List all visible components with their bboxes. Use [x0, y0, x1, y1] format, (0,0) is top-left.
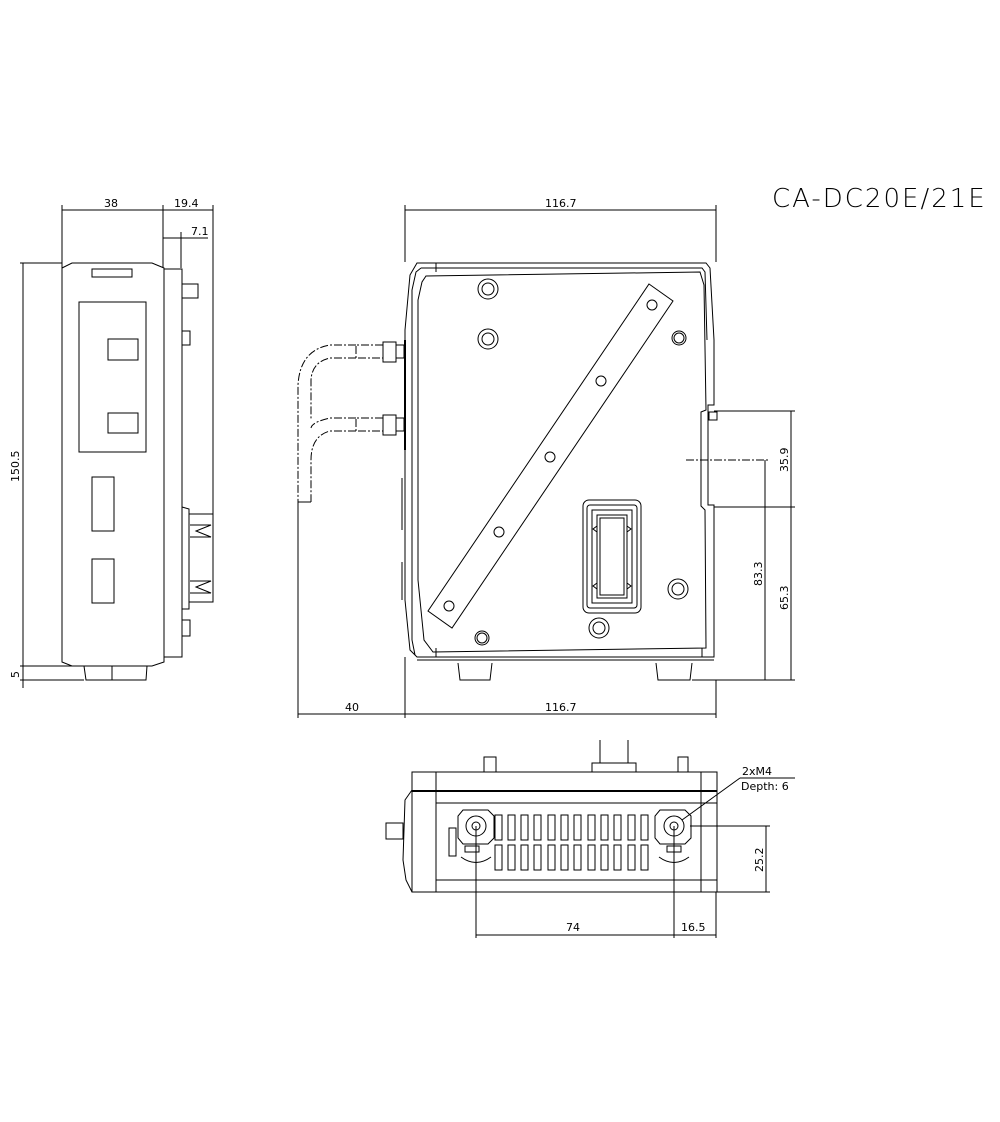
dim-38: 38 — [104, 197, 118, 210]
vent-slots — [494, 814, 649, 871]
dim-35-9: 35.9 — [778, 448, 791, 473]
dim-16-5: 16.5 — [681, 921, 706, 934]
front-view-dimensions: 116.7 40 116.7 35.9 83.3 65.3 — [297, 197, 795, 718]
dim-19-4: 19.4 — [174, 197, 199, 210]
dim-150-5: 150.5 — [9, 451, 22, 483]
dim-65-3: 65.3 — [778, 586, 791, 611]
dim-bottom-116-7: 116.7 — [545, 701, 577, 714]
annotation-thread: 2xM4 — [742, 765, 772, 778]
side-view — [20, 205, 214, 681]
drawing-title: CA-DC20E/21E — [772, 184, 987, 214]
annotation-depth: Depth: 6 — [741, 780, 789, 793]
dim-40: 40 — [345, 701, 359, 714]
dim-83-3: 83.3 — [752, 562, 765, 587]
bottom-view — [385, 740, 718, 893]
dim-5: 5 — [9, 671, 22, 678]
side-view-dimensions: 38 19.4 7.1 150.5 5 — [9, 197, 213, 688]
dim-74: 74 — [566, 921, 580, 934]
dim-7-1: 7.1 — [191, 225, 209, 238]
front-view — [297, 262, 770, 681]
dim-top-116-7: 116.7 — [545, 197, 577, 210]
bottom-view-dimensions: 74 16.5 25.2 2xM4 Depth: 6 — [475, 765, 795, 938]
dim-25-2: 25.2 — [753, 848, 766, 873]
